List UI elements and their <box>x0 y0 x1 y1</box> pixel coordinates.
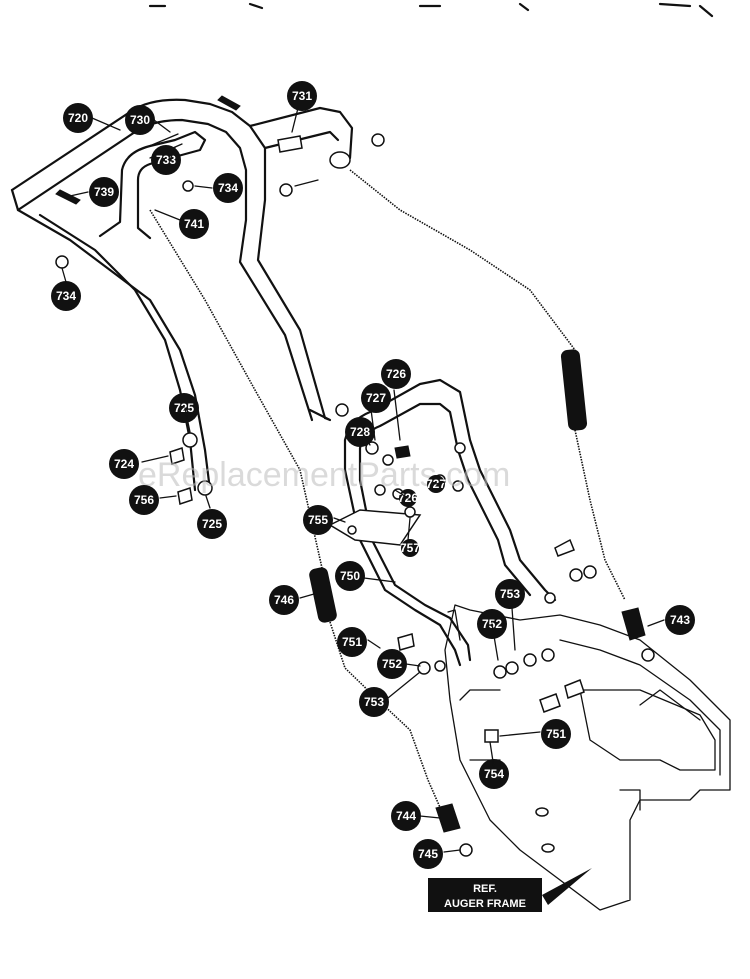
callout-circle <box>89 177 119 207</box>
callout-724: 724 <box>109 449 139 479</box>
callout-720: 720 <box>63 103 93 133</box>
callout-734: 734 <box>51 281 81 311</box>
callout-728: 728 <box>345 417 375 447</box>
callout-label: 726 <box>386 367 406 381</box>
callout-label: 756 <box>134 493 154 507</box>
callout-753: 753 <box>495 579 525 609</box>
callout-label: 743 <box>670 613 690 627</box>
callout-726: 726 <box>381 359 411 389</box>
callout-circle <box>479 759 509 789</box>
callout-label: 741 <box>184 217 204 231</box>
callout-circle <box>377 649 407 679</box>
callout-label: 745 <box>418 847 438 861</box>
spring-right <box>560 349 588 431</box>
callout-circle <box>197 509 227 539</box>
callout-circle <box>169 393 199 423</box>
callout-circle <box>51 281 81 311</box>
callout-circle <box>213 173 243 203</box>
callout-label: 751 <box>546 727 566 741</box>
callout-label: 744 <box>396 809 416 823</box>
callout-756: 756 <box>129 485 159 515</box>
callout-733: 733 <box>151 145 181 175</box>
callout-label: 753 <box>500 587 520 601</box>
callout-label: 725 <box>202 517 222 531</box>
callout-label: 757 <box>400 541 420 555</box>
callout-label: 728 <box>350 425 370 439</box>
cable-lower-left <box>329 621 443 813</box>
callout-743: 743 <box>665 605 695 635</box>
callout-label: 724 <box>114 457 134 471</box>
auger-frame <box>444 604 731 911</box>
bracket-755 <box>328 509 422 546</box>
callout-circle <box>287 81 317 111</box>
callout-731: 731 <box>287 81 317 111</box>
callout-circle <box>129 485 159 515</box>
callout-circle <box>109 449 139 479</box>
spring-746 <box>309 567 337 623</box>
callout-741: 741 <box>179 209 209 239</box>
callout-circle <box>495 579 525 609</box>
callout-circle <box>63 103 93 133</box>
callout-circle <box>179 209 209 239</box>
callout-circle <box>413 839 443 869</box>
callout-label: 753 <box>364 695 384 709</box>
callout-752: 752 <box>377 649 407 679</box>
callout-746: 746 <box>269 585 299 615</box>
callout-755: 755 <box>303 505 333 535</box>
callout-label: 733 <box>156 153 176 167</box>
callout-label: 746 <box>274 593 294 607</box>
callout-label: 755 <box>308 513 328 527</box>
callout-label: 750 <box>340 569 360 583</box>
callout-727: 727 <box>361 383 391 413</box>
callout-circle <box>125 105 155 135</box>
callout-label: 725 <box>174 401 194 415</box>
callout-label: 734 <box>218 181 238 195</box>
hardware <box>55 95 655 857</box>
callout-734: 734 <box>213 173 243 203</box>
callout-circle <box>337 627 367 657</box>
callout-circle <box>269 585 299 615</box>
cable-upper-left <box>149 209 323 569</box>
callout-751: 751 <box>337 627 367 657</box>
callout-circle <box>361 383 391 413</box>
callout-744: 744 <box>391 801 421 831</box>
callout-label: 727 <box>366 391 386 405</box>
callout-757: 757 <box>400 539 420 557</box>
callout-label: 754 <box>484 767 504 781</box>
callout-label: 720 <box>68 111 88 125</box>
callout-753: 753 <box>359 687 389 717</box>
ref-label-line2: AUGER FRAME <box>444 898 526 910</box>
callout-label: 752 <box>382 657 402 671</box>
callout-circle <box>401 539 419 557</box>
callout-label: 751 <box>342 635 362 649</box>
callout-label: 734 <box>56 289 76 303</box>
ref-auger-frame-label: REF. AUGER FRAME <box>428 868 592 912</box>
callout-circle <box>345 417 375 447</box>
cable-right <box>349 169 576 351</box>
leader-lines <box>61 107 665 853</box>
callout-circle <box>359 687 389 717</box>
callout-754: 754 <box>479 759 509 789</box>
callout-circle <box>303 505 333 535</box>
callout-circle <box>391 801 421 831</box>
callout-circle <box>541 719 571 749</box>
callout-739: 739 <box>89 177 119 207</box>
callout-725: 725 <box>197 509 227 539</box>
callout-725: 725 <box>169 393 199 423</box>
top-edge-fragments <box>148 2 714 18</box>
callout-circle <box>665 605 695 635</box>
watermark: eReplacementParts.com <box>138 456 510 494</box>
callout-750: 750 <box>335 561 365 591</box>
callout-label: 730 <box>130 113 150 127</box>
callout-730: 730 <box>125 105 155 135</box>
callout-circle <box>381 359 411 389</box>
callout-751: 751 <box>541 719 571 749</box>
callout-circle <box>335 561 365 591</box>
ref-label-line1: REF. <box>473 883 497 895</box>
callout-label: 739 <box>94 185 114 199</box>
callout-label: 731 <box>292 89 312 103</box>
callout-745: 745 <box>413 839 443 869</box>
